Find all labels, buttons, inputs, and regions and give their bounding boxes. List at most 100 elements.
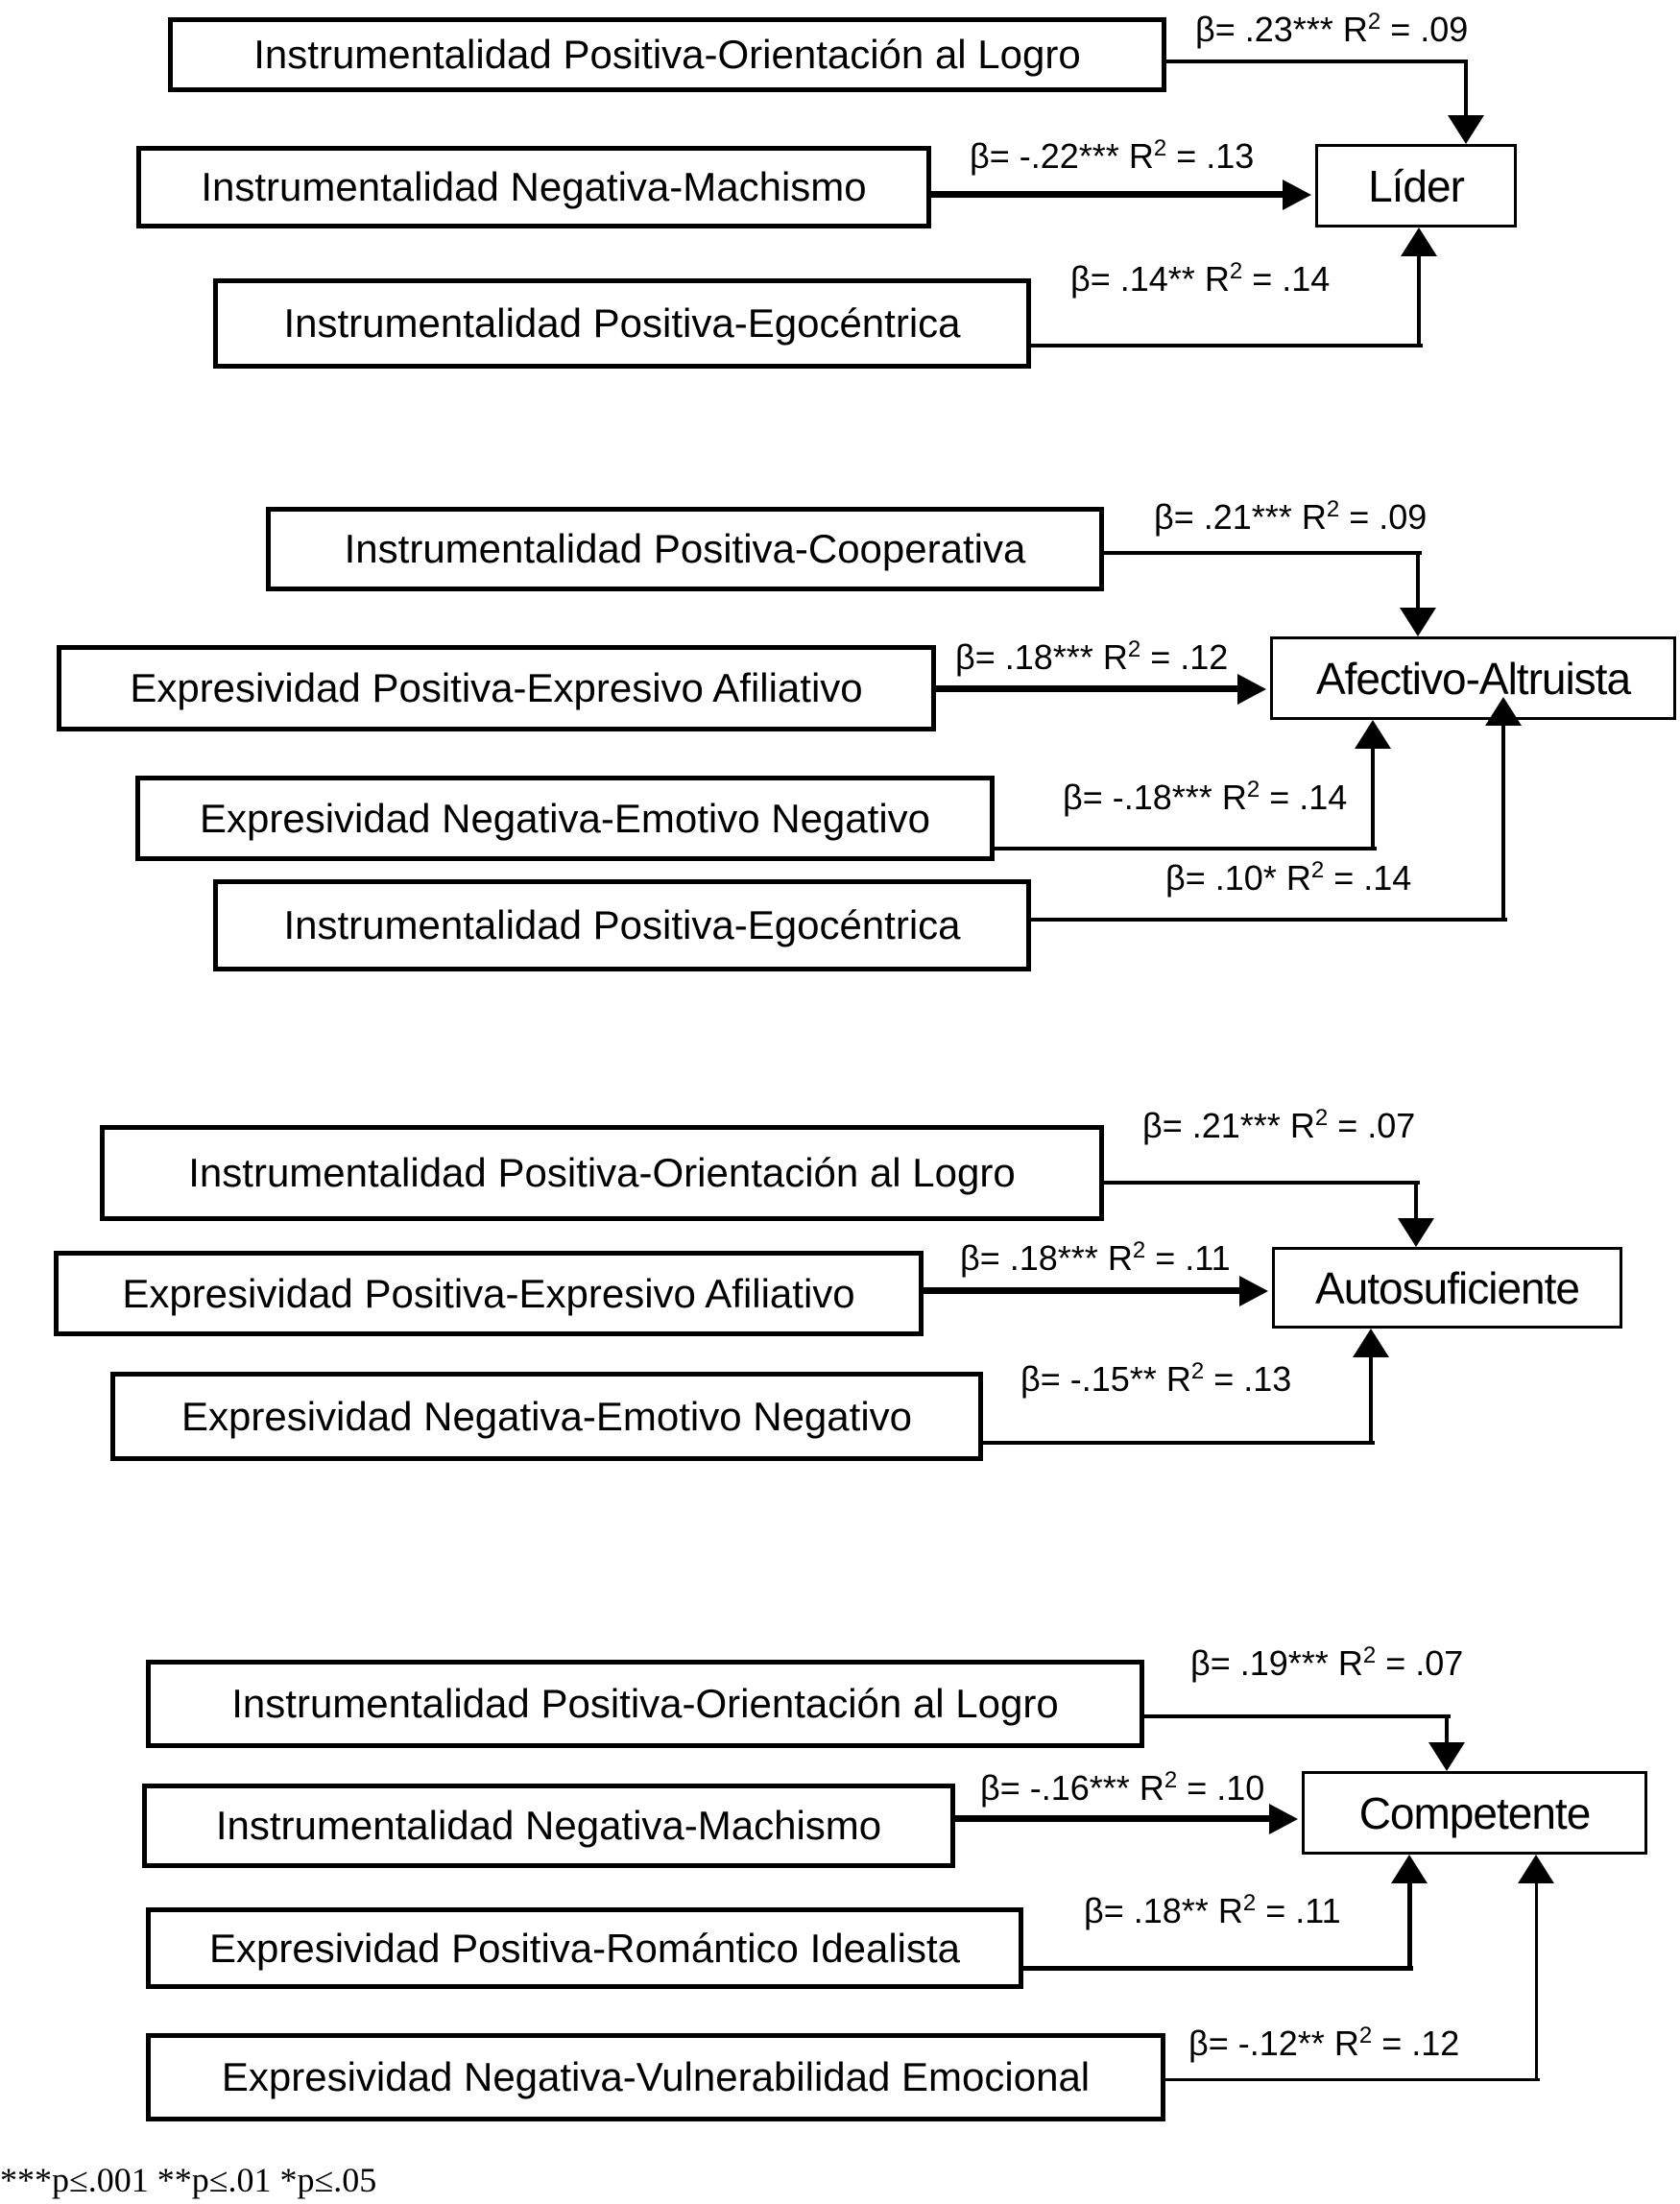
r-exponent: 2	[1190, 1358, 1205, 1384]
path-line-vertical	[1407, 1881, 1412, 1970]
r-exponent: 2	[1362, 1642, 1377, 1668]
r-exponent: 2	[1164, 1767, 1178, 1793]
r2-value: = .09	[1390, 10, 1469, 49]
r-exponent: 2	[1326, 496, 1340, 522]
beta-value: β= -.16***	[980, 1768, 1130, 1808]
beta-value: β= .14**	[1070, 259, 1195, 299]
outcome-label: Autosuficiente	[1315, 1262, 1580, 1313]
predictor-label: Expresividad Negativa-Emotivo Negativo	[180, 1393, 913, 1439]
predictor-box: Expresividad Positiva-Romántico Idealist…	[146, 1907, 1023, 1989]
predictor-box: Instrumentalidad Negativa-Machismo	[142, 1784, 955, 1868]
path-line-horizontal	[1162, 2078, 1540, 2081]
outcome-label: Líder	[1368, 160, 1465, 211]
path-coefficient-label: β= .21*** R2 = .07	[1142, 1104, 1415, 1147]
outcome-box: Autosuficiente	[1272, 1247, 1622, 1329]
beta-value: β= .10*	[1165, 858, 1277, 898]
predictor-box: Instrumentalidad Positiva-Egocéntrica	[213, 879, 1031, 971]
arrowhead-up	[1518, 1855, 1554, 1883]
predictor-box: Expresividad Negativa-Emotivo Negativo	[135, 776, 995, 861]
predictor-box: Expresividad Negativa-Vulnerabilidad Emo…	[146, 2033, 1165, 2121]
beta-value: β= .18***	[955, 637, 1093, 677]
r-symbol: R	[1285, 858, 1311, 898]
r-exponent: 2	[1246, 777, 1260, 803]
path-coefficient-label: β= -.16*** R2 = .10	[980, 1766, 1264, 1809]
predictor-label: Instrumentalidad Positiva-Egocéntrica	[283, 300, 961, 346]
r2-value: = .10	[1187, 1768, 1265, 1808]
predictor-label: Instrumentalidad Positiva-Orientación al…	[188, 1150, 1016, 1195]
path-line-vertical	[1501, 724, 1505, 922]
r2-value: = .14	[1252, 259, 1331, 299]
beta-value: β= .21***	[1154, 497, 1292, 537]
arrowhead-up	[1391, 1855, 1428, 1883]
r2-value: = .13	[1176, 136, 1255, 176]
r-exponent: 2	[1358, 2023, 1373, 2048]
outcome-box: Afectivo-Altruista	[1270, 636, 1676, 720]
r-symbol: R	[1107, 1238, 1133, 1278]
path-line-vertical	[1369, 1355, 1373, 1443]
r-exponent: 2	[1310, 857, 1325, 883]
beta-value: β= .18***	[960, 1238, 1098, 1278]
r-symbol: R	[1342, 10, 1368, 49]
path-coefficient-label: β= -.15** R2 = .13	[1020, 1357, 1291, 1401]
predictor-box: Instrumentalidad Positiva-Egocéntrica	[213, 278, 1031, 369]
path-line-horizontal	[979, 1441, 1375, 1445]
arrowhead-right	[1269, 1804, 1298, 1834]
predictor-label: Expresividad Negativa-Vulnerabilidad Emo…	[221, 2054, 1091, 2099]
path-line-vertical	[1464, 60, 1468, 117]
outcome-box: Competente	[1302, 1771, 1647, 1855]
r-symbol: R	[1139, 1768, 1164, 1808]
path-line-horizontal	[1101, 551, 1422, 555]
arrowhead-down	[1400, 608, 1436, 636]
path-line-vertical	[1416, 551, 1420, 610]
predictor-label: Instrumentalidad Negativa-Machismo	[215, 1803, 882, 1848]
r-symbol: R	[1217, 1891, 1243, 1930]
r-symbol: R	[1102, 637, 1128, 677]
path-line-horizontal	[1020, 1966, 1413, 1971]
beta-value: β= .18**	[1084, 1891, 1209, 1930]
r2-value: = .11	[1265, 1891, 1341, 1930]
beta-value: β= -.22***	[970, 136, 1119, 176]
beta-value: β= -.12**	[1188, 2024, 1325, 2063]
beta-value: β= .19***	[1190, 1643, 1329, 1683]
predictor-box: Instrumentalidad Positiva-Orientación al…	[146, 1660, 1144, 1748]
predictor-box: Expresividad Positiva-Expresivo Afiliati…	[54, 1251, 924, 1336]
path-line-horizontal	[1101, 1181, 1420, 1185]
beta-value: β= .23***	[1195, 10, 1333, 49]
r-exponent: 2	[1367, 9, 1381, 35]
path-line-horizontal	[951, 1815, 1269, 1822]
path-line-horizontal	[920, 1287, 1239, 1294]
outcome-box: Líder	[1315, 144, 1517, 228]
r-symbol: R	[1204, 259, 1230, 299]
path-line-horizontal	[991, 847, 1377, 850]
path-coefficient-label: β= .18*** R2 = .11	[960, 1236, 1231, 1280]
path-line-horizontal	[927, 191, 1283, 198]
path-line-horizontal	[932, 685, 1237, 692]
r2-value: = .07	[1337, 1106, 1416, 1145]
r-symbol: R	[1165, 1359, 1191, 1399]
predictor-label: Expresividad Positiva-Expresivo Afiliati…	[122, 1270, 855, 1316]
predictor-box: Instrumentalidad Negativa-Machismo	[136, 146, 931, 228]
path-coefficient-label: β= .14** R2 = .14	[1070, 257, 1330, 300]
arrowhead-right	[1283, 180, 1311, 210]
arrowhead-down	[1448, 115, 1484, 144]
predictor-label: Expresividad Positiva-Romántico Idealist…	[208, 1925, 961, 1971]
r-symbol: R	[1301, 497, 1327, 537]
path-line-vertical	[1445, 1714, 1449, 1744]
path-coefficient-label: β= .18*** R2 = .12	[955, 635, 1228, 679]
r-exponent: 2	[1314, 1105, 1329, 1131]
r2-value: = .07	[1385, 1643, 1464, 1683]
arrowhead-up	[1485, 697, 1522, 726]
predictor-box: Instrumentalidad Positiva-Orientación al…	[100, 1125, 1104, 1221]
r-symbol: R	[1337, 1643, 1363, 1683]
predictor-box: Instrumentalidad Positiva-Cooperativa	[266, 507, 1104, 591]
r2-value: = .12	[1381, 2024, 1460, 2063]
r2-value: = .14	[1269, 778, 1348, 817]
r2-value: = .09	[1349, 497, 1428, 537]
predictor-box: Instrumentalidad Positiva-Orientación al…	[168, 17, 1166, 92]
beta-value: β= -.18***	[1063, 778, 1212, 817]
predictor-label: Expresividad Negativa-Emotivo Negativo	[199, 795, 931, 841]
r-exponent: 2	[1242, 1890, 1257, 1916]
arrowhead-down	[1398, 1218, 1434, 1247]
path-coefficient-label: β= .10* R2 = .14	[1165, 856, 1411, 899]
